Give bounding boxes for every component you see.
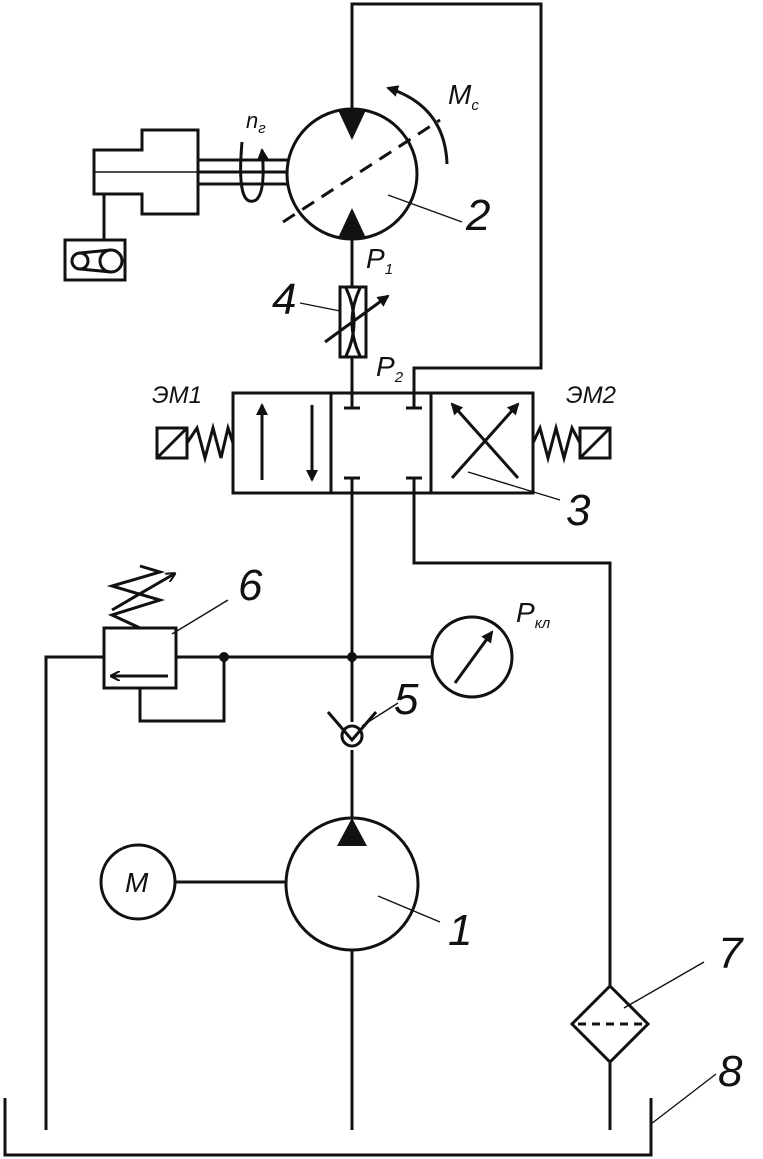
tank <box>3 1098 653 1157</box>
label-motor-number: 2 <box>465 191 490 240</box>
label-pkl: Pкл <box>516 597 551 632</box>
label-throttle-number: 4 <box>272 275 296 324</box>
leader-lines <box>171 194 717 1125</box>
solenoid-em2 <box>531 422 612 464</box>
label-tank-number: 8 <box>718 1047 743 1096</box>
label-filter-number: 7 <box>718 929 744 978</box>
relief-valve <box>44 564 176 1130</box>
motor-return-line <box>350 2 543 393</box>
electric-motor <box>99 843 286 921</box>
hydraulic-motor <box>198 85 449 241</box>
label-pump-number: 1 <box>448 906 472 955</box>
label-torque: Mc <box>448 79 479 114</box>
filter <box>569 983 651 1065</box>
label-p1: P1 <box>366 243 393 278</box>
throttle <box>324 240 390 392</box>
label-em1: ЭМ1 <box>152 382 202 409</box>
label-em2: ЭМ2 <box>566 382 616 409</box>
label-valve-number: 3 <box>566 486 591 535</box>
check-valve <box>326 711 378 748</box>
tachometer <box>63 128 200 282</box>
drain-line <box>412 493 612 1130</box>
solenoid-em1 <box>155 422 235 464</box>
pump <box>284 816 420 952</box>
label-p2: P2 <box>376 351 404 386</box>
label-speed: nг <box>246 108 266 137</box>
label-check-number: 5 <box>394 675 419 724</box>
pressure-gauge <box>430 615 514 699</box>
pressure-line <box>138 480 432 1130</box>
label-relief-number: 6 <box>238 561 263 610</box>
label-electric-motor: M <box>125 867 149 898</box>
